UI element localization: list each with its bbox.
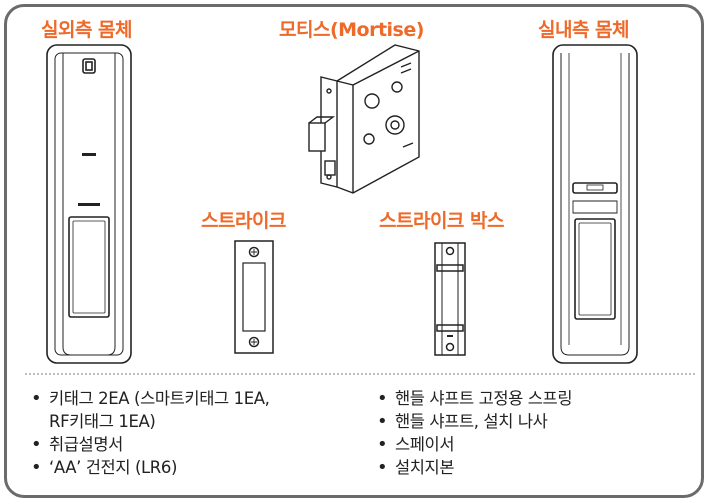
list-item-continuation: RF키태그 1EA) (49, 412, 156, 431)
list-item: 핸들 샤프트, 설치 나사 (375, 410, 572, 433)
strike-label: 스트라이크 (201, 210, 286, 232)
exterior-body-label: 실외측 몸체 (41, 19, 133, 41)
strike-box-drawing (434, 242, 466, 356)
strike-drawing (234, 240, 274, 354)
list-item: ‘AA’ 건전지 (LR6) (29, 456, 269, 479)
left-contents-list: 키태그 2EA (스마트키태그 1EA, RF키태그 1EA) 취급설명서 ‘A… (29, 387, 270, 479)
mortise-label: 모티스(Mortise) (279, 19, 424, 41)
list-item: 핸들 샤프트 고정용 스프링 (375, 387, 573, 410)
section-divider (25, 373, 695, 375)
list-item: 스페이서 (375, 433, 572, 456)
strike-box-label: 스트라이크 박스 (379, 210, 504, 232)
list-item: 설치지본 (375, 456, 572, 479)
exterior-body-drawing (46, 44, 132, 364)
package-contents-panel: 실외측 몸체 모티스(Mortise) 실내측 몸체 스트라이크 스트라이크 박… (4, 4, 704, 498)
right-contents-list: 핸들 샤프트 고정용 스프링 핸들 샤프트, 설치 나사 스페이서 설치지본 (375, 387, 573, 479)
mortise-drawing (308, 44, 420, 194)
interior-body-label: 실내측 몸체 (538, 19, 630, 41)
interior-body-drawing (552, 44, 638, 364)
list-item: 취급설명서 (29, 433, 269, 456)
list-item: 키태그 2EA (스마트키태그 1EA, (29, 387, 270, 410)
